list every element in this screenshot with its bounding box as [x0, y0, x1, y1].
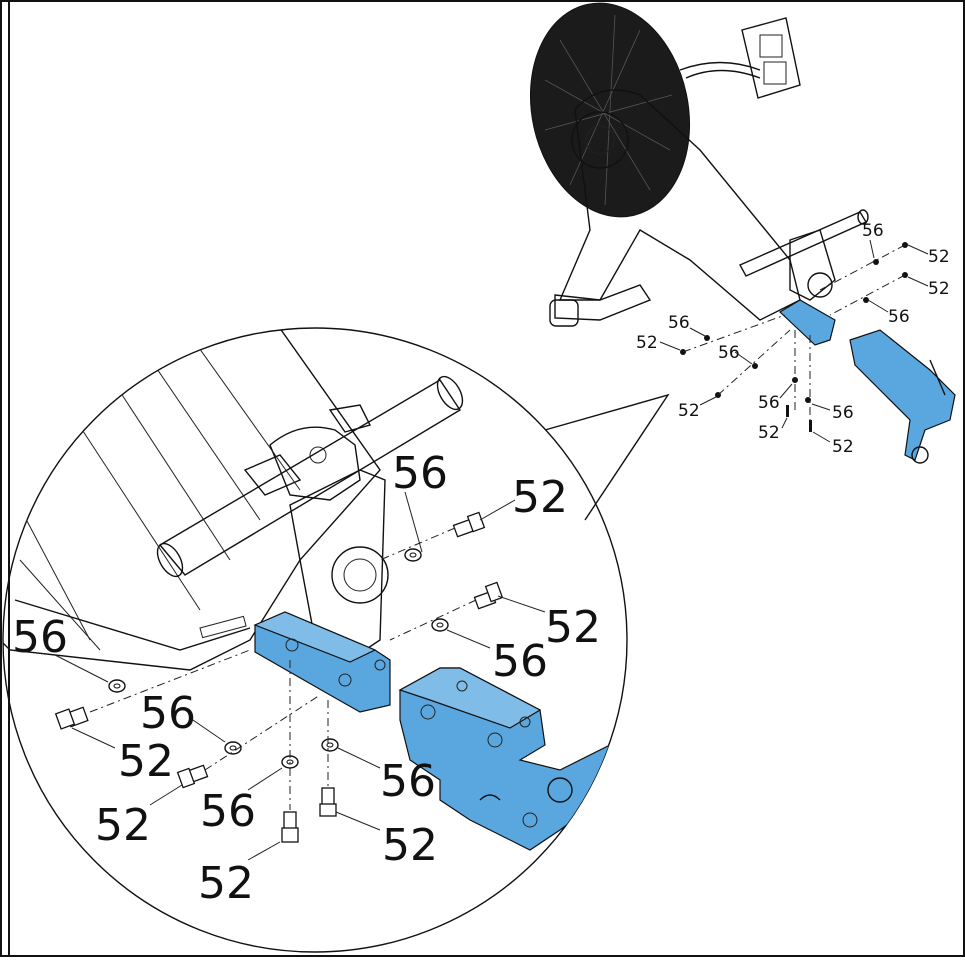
overview-rower [529, 2, 956, 464]
overview-label-bolt: 52 [678, 401, 700, 421]
leader-lines [54, 491, 546, 861]
overview-label-bolt: 52 [636, 333, 658, 353]
detail-label-washer: 56 [140, 688, 196, 739]
overview-label-washer: 56 [758, 393, 780, 413]
bolt [176, 764, 209, 789]
front-bracket-overview [779, 299, 836, 346]
detail-label-washer: 56 [200, 786, 256, 837]
fan-hub [571, 111, 629, 169]
detail-label-bolt: 52 [198, 858, 254, 909]
overview-label-washer: 56 [862, 221, 884, 241]
handle-arm [679, 61, 761, 71]
detail-view [3, 328, 627, 851]
magnifier-pointer [544, 393, 670, 521]
detail-magnifier [2, 327, 628, 953]
front-foot [554, 284, 652, 321]
detail-label-washer: 56 [492, 636, 548, 687]
overview-label-washer: 56 [668, 313, 690, 333]
bolt [473, 581, 504, 610]
detail-label-bolt: 52 [95, 800, 151, 851]
detail-label-washer: 56 [12, 612, 68, 663]
handle-clamp [269, 426, 361, 501]
fan-housing [558, 89, 801, 321]
bolt [319, 787, 337, 817]
detail-washers [108, 548, 449, 769]
detail-label-bolt: 52 [118, 736, 174, 787]
detail-bolts [54, 511, 504, 843]
detail-label-bolt: 52 [545, 602, 601, 653]
overview-label-washer: 56 [718, 343, 740, 363]
handle-bar [158, 379, 461, 576]
detail-label-washer: 56 [380, 756, 436, 807]
overview-label-bolt: 52 [928, 247, 950, 267]
bolt [281, 811, 299, 843]
overview-label-bolt: 52 [758, 423, 780, 443]
bolt [54, 706, 89, 730]
bolt [452, 511, 486, 538]
detail-label-bolt: 52 [382, 820, 438, 871]
detail-label-bolt: 52 [512, 472, 568, 523]
monitor [741, 17, 801, 99]
overview-label-washer: 56 [888, 307, 910, 327]
overview-label-washer: 56 [832, 403, 854, 423]
overview-label-bolt: 52 [928, 279, 950, 299]
rail-connector-overview [849, 329, 956, 461]
frame-body [3, 328, 381, 671]
alignment-lines [89, 527, 477, 810]
pivot-bearing [331, 546, 389, 604]
detail-label-washer: 56 [392, 448, 448, 499]
overview-label-bolt: 52 [832, 437, 854, 457]
